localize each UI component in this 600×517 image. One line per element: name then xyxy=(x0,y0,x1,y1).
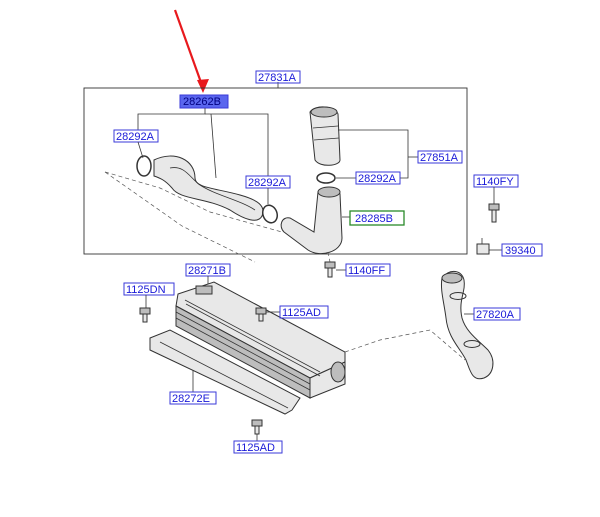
label-1125ad-mid[interactable]: 1125AD xyxy=(279,305,329,319)
label-27831a-text: 27831A xyxy=(258,72,297,84)
label-27820a-text: 27820A xyxy=(476,309,515,321)
bolt-1140ff xyxy=(324,261,336,278)
hose-27820a xyxy=(441,271,494,380)
label-28262b-text: 28262B xyxy=(183,96,221,108)
clamp-left xyxy=(136,155,152,177)
label-28272e[interactable]: 28272E xyxy=(169,391,217,405)
label-28292a-mid-text: 28292A xyxy=(248,177,287,189)
label-28292a-right-text: 28292A xyxy=(358,173,397,185)
label-39340[interactable]: 39340 xyxy=(501,243,543,257)
label-27851a-text: 27851A xyxy=(420,152,459,164)
pointer-arrow xyxy=(173,9,209,93)
label-1125ad-bottom[interactable]: 1125AD xyxy=(233,440,283,454)
label-1140fy-text: 1140FY xyxy=(476,176,514,188)
pipe-28285b xyxy=(280,187,343,254)
label-1125ad-mid-text: 1125AD xyxy=(282,307,321,319)
bolt-1125ad-mid xyxy=(255,307,267,322)
label-28292a-mid[interactable]: 28292A xyxy=(245,175,291,189)
label-28292a-left-text: 28292A xyxy=(116,131,155,143)
clip-39340 xyxy=(476,238,490,255)
bolt-1125ad-bottom xyxy=(251,419,263,435)
label-1125dn[interactable]: 1125DN xyxy=(123,282,175,296)
assembly-frame xyxy=(83,87,468,255)
bolt-1125dn xyxy=(139,307,151,323)
label-28271b-text: 28271B xyxy=(188,265,226,277)
label-1125ad-bottom-text: 1125AD xyxy=(236,442,275,454)
label-28285b[interactable]: 28285B xyxy=(349,210,405,226)
intercooler-28271b xyxy=(175,281,346,399)
label-1125dn-text: 1125DN xyxy=(126,284,166,296)
label-28292a-left[interactable]: 28292A xyxy=(113,129,159,143)
bolt-1140fy xyxy=(488,203,500,223)
intercooler-hose-left xyxy=(153,155,264,221)
air-guide-28272e xyxy=(149,329,301,415)
label-39340-text: 39340 xyxy=(505,245,536,257)
label-27831a[interactable]: 27831A xyxy=(255,70,301,84)
clamp-mid xyxy=(261,204,279,224)
label-1140ff-text: 1140FF xyxy=(348,265,385,277)
label-1140ff[interactable]: 1140FF xyxy=(345,263,391,277)
label-27851a[interactable]: 27851A xyxy=(417,150,463,164)
label-1140fy[interactable]: 1140FY xyxy=(473,174,519,188)
label-27820a[interactable]: 27820A xyxy=(473,307,521,321)
label-28285b-text: 28285B xyxy=(355,213,393,225)
label-28262b[interactable]: 28262B xyxy=(179,94,229,109)
label-28272e-text: 28272E xyxy=(172,393,210,405)
clamp-right xyxy=(316,172,336,184)
label-28292a-right[interactable]: 28292A xyxy=(355,171,401,185)
label-28271b[interactable]: 28271B xyxy=(185,263,231,277)
